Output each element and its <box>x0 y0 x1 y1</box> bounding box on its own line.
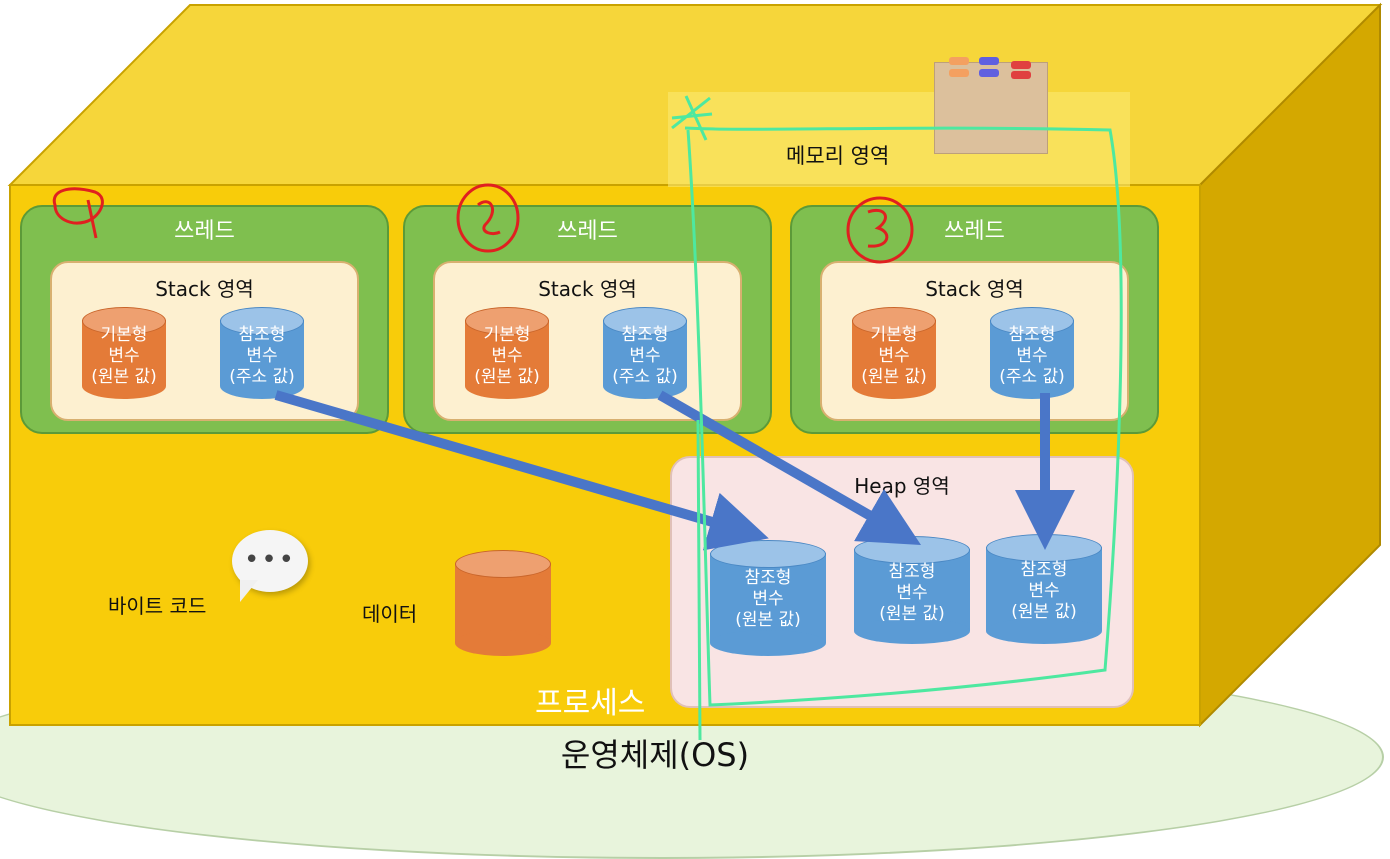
process-label: 프로세스 <box>535 686 646 721</box>
memory-area-label: 메모리 영역 <box>786 144 890 168</box>
overlay-annotations <box>52 95 1123 741</box>
reference-variable-cylinder: 참조형 변수 (주소 값) <box>220 307 304 399</box>
annotation-circle-1 <box>52 187 104 225</box>
thread-1: 쓰레드 Stack 영역 기본형 변수 (원본 값) 참조형 변수 (주소 값) <box>20 205 389 434</box>
heap-object-cylinder: 참조형 변수 (원본 값) <box>986 534 1102 644</box>
reference-arrow-2 <box>657 390 922 545</box>
stack-title: Stack 영역 <box>925 277 1024 301</box>
stack-area: Stack 영역 기본형 변수 (원본 값) 참조형 변수 (주소 값) <box>820 261 1129 421</box>
annotation-vertical-line <box>696 419 702 741</box>
annotation-mark-1 <box>86 199 98 239</box>
annotation-numeral-3 <box>867 209 889 248</box>
annotation-numeral-2 <box>477 200 501 236</box>
thread-3: 쓰레드 Stack 영역 기본형 변수 (원본 값) 참조형 변수 (주소 값) <box>790 205 1159 434</box>
stack-area: Stack 영역 기본형 변수 (원본 값) 참조형 변수 (주소 값) <box>433 261 742 421</box>
data-label: 데이터 <box>362 602 418 626</box>
thread-2: 쓰레드 Stack 영역 기본형 변수 (원본 값) 참조형 변수 (주소 값) <box>403 205 772 434</box>
primitive-variable-cylinder: 기본형 변수 (원본 값) <box>82 307 166 399</box>
data-cylinder <box>455 550 551 656</box>
annotation-circle-3 <box>846 196 914 264</box>
primitive-variable-cylinder: 기본형 변수 (원본 값) <box>852 307 936 399</box>
bytecode-label: 바이트 코드 <box>108 594 207 618</box>
memory-area-highlight <box>668 92 1130 187</box>
primitive-variable-cylinder: 기본형 변수 (원본 값) <box>465 307 549 399</box>
stack-title: Stack 영역 <box>538 277 637 301</box>
reference-arrow-1 <box>274 390 769 551</box>
memory-cabinet-icon <box>934 57 1048 154</box>
reference-variable-cylinder: 참조형 변수 (주소 값) <box>603 307 687 399</box>
annotation-memory-boundary <box>684 126 1123 707</box>
stack-area: Stack 영역 기본형 변수 (원본 값) 참조형 변수 (주소 값) <box>50 261 359 421</box>
thread-title: 쓰레드 <box>944 219 1005 244</box>
thread-title: 쓰레드 <box>557 219 618 244</box>
speech-bubble-icon: ••• <box>232 530 308 592</box>
annotation-circle-2 <box>456 183 520 253</box>
stack-title: Stack 영역 <box>155 277 254 301</box>
reference-variable-cylinder: 참조형 변수 (주소 값) <box>990 307 1074 399</box>
os-label: 운영체제(OS) <box>560 736 750 774</box>
thread-title: 쓰레드 <box>174 219 235 244</box>
annotation-star <box>671 95 713 141</box>
speech-bubble-tail <box>240 580 258 602</box>
